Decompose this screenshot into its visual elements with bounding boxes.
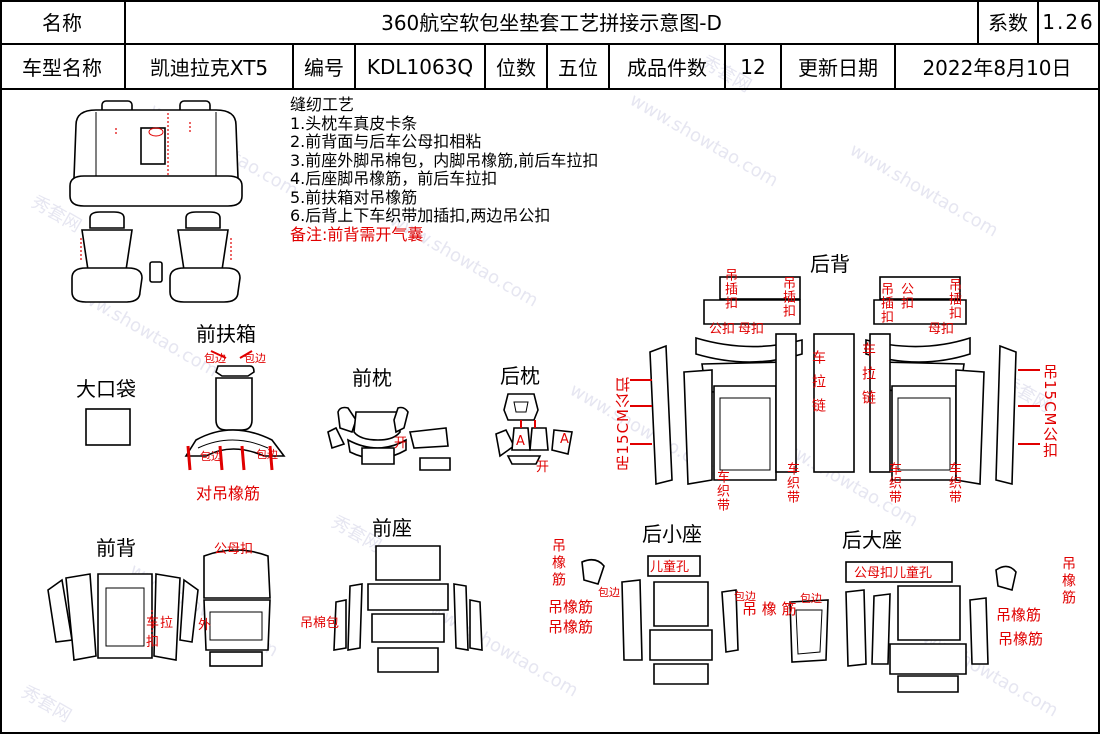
annotation-edge-wrap: 包边 bbox=[734, 590, 756, 603]
sewing-notes: 缝纫工艺 1.头枕车真皮卡条 2.前背面与后车公母扣相粘 3.前座外脚吊棉包，内… bbox=[290, 95, 599, 244]
annotation-elastic: 吊橡筋 bbox=[550, 538, 566, 589]
annotation-female-buckle: 母扣 bbox=[738, 322, 765, 337]
annotation-edge-wrap: 包边 bbox=[204, 352, 226, 365]
annotation-cotton-pad: 吊棉包 bbox=[300, 616, 340, 631]
rear-big-seat-pieces bbox=[845, 561, 1017, 693]
model-value: 凯迪拉克XT5 bbox=[126, 45, 294, 90]
annotation-edge-wrap: 包边 bbox=[200, 450, 222, 463]
overview-rear-seat bbox=[69, 100, 243, 207]
annotation-hang-buckle: 吊插扣 bbox=[780, 276, 795, 318]
annotation-edge-wrap: 包边 bbox=[800, 592, 822, 605]
annotation-child-hole: 儿童孔 bbox=[650, 560, 690, 575]
section-title-rear-back: 后背 bbox=[810, 252, 850, 276]
annotation-zipper: 车拉链 bbox=[810, 350, 826, 422]
page-title: 360航空软包坐垫套工艺拼接示意图-D bbox=[126, 0, 979, 45]
annotation-hang-buckle: 吊插扣 bbox=[722, 268, 737, 310]
annotation-webbing: 车织带 bbox=[886, 462, 901, 504]
annotation-webbing: 车织带 bbox=[784, 462, 799, 504]
note-item: 2.前背面与后车公母扣相粘 bbox=[290, 132, 482, 151]
annotation-a-mark: A bbox=[516, 434, 525, 449]
annotation-male-female-child: 公母扣儿童孔 bbox=[854, 566, 933, 581]
note-item: 6.后背上下车织带加插扣,两边吊公扣 bbox=[290, 206, 551, 225]
code-label: 编号 bbox=[294, 45, 356, 90]
rear-small-seat-pieces bbox=[581, 555, 829, 685]
seats-value: 五位 bbox=[548, 45, 610, 90]
annotation-outer: 外 bbox=[198, 618, 212, 633]
annotation-open: 开 bbox=[394, 436, 408, 451]
overview-front-seats bbox=[71, 211, 241, 303]
section-title-front-back: 前背 bbox=[96, 536, 136, 560]
front-back-pieces bbox=[47, 549, 271, 667]
section-title-rear-pillow: 后枕 bbox=[500, 364, 540, 388]
notes-remark: 备注:前背需开气囊 bbox=[290, 224, 424, 244]
annotation-edge-wrap: 包边 bbox=[244, 352, 266, 365]
annotation-edge-wrap: 包边 bbox=[256, 448, 278, 461]
annotation-hang-15cm: 吊15CM公扣 bbox=[1041, 364, 1059, 459]
annotation-hang-buckle: 吊插扣 bbox=[878, 282, 893, 324]
section-title-front-pillow: 前枕 bbox=[352, 366, 392, 390]
annotation-elastic: 吊橡筋 bbox=[548, 618, 594, 636]
annotation-webbing: 车织带 bbox=[946, 462, 961, 504]
annotation-elastic: 吊橡筋 bbox=[998, 630, 1044, 648]
pieces-label: 成品件数 bbox=[610, 45, 726, 90]
seats-label: 位数 bbox=[486, 45, 548, 90]
name-label: 名称 bbox=[0, 0, 126, 45]
front-pillow-pieces bbox=[327, 406, 451, 471]
front-seat-pieces bbox=[333, 545, 483, 673]
note-item: 3.前座外脚吊棉包，内脚吊橡筋,前后车拉扣 bbox=[290, 150, 599, 170]
note-item: 5.前扶箱对吊橡筋 bbox=[290, 187, 418, 207]
big-pocket-piece bbox=[85, 408, 131, 446]
annotation-female-buckle: 母扣 bbox=[928, 322, 955, 337]
rear-back-pieces bbox=[630, 276, 1040, 486]
annotation-hang-15cm: 吊15CM公扣 bbox=[614, 376, 632, 471]
annotation-male-buckle: 公扣 bbox=[709, 322, 736, 337]
annotation-elastic-spaced: 吊 橡 筋 bbox=[742, 600, 797, 618]
section-title-front-armrest: 前扶箱 bbox=[196, 322, 256, 346]
section-title-rear-small-seat: 后小座 bbox=[642, 522, 702, 546]
code-value: KDL1063Q bbox=[356, 45, 486, 90]
annotation-zipper: 车拉链 bbox=[860, 342, 876, 414]
rear-pillow-pieces bbox=[495, 393, 573, 465]
notes-heading: 缝纫工艺 bbox=[290, 95, 355, 114]
annotation-edge-wrap: 包边 bbox=[598, 586, 620, 599]
coef-label: 系数 bbox=[979, 0, 1039, 45]
annotation-hang-buckle: 吊插扣 bbox=[946, 278, 961, 320]
annotation-armrest-elastic: 对吊橡筋 bbox=[196, 484, 261, 503]
date-label: 更新日期 bbox=[782, 45, 896, 90]
annotation-elastic: 吊橡筋 bbox=[996, 606, 1042, 624]
note-item: 1.头枕车真皮卡条 bbox=[290, 113, 418, 133]
front-armrest-pieces bbox=[184, 350, 286, 471]
annotation-male-buckle: 公扣 bbox=[898, 282, 913, 310]
annotation-a-mark: A bbox=[560, 432, 569, 447]
annotation-webbing: 车织带 bbox=[714, 470, 729, 512]
pieces-value: 12 bbox=[726, 45, 782, 90]
section-title-front-seat: 前座 bbox=[372, 516, 412, 540]
model-label: 车型名称 bbox=[0, 45, 126, 90]
note-item: 4.后座脚吊橡筋，前后车拉扣 bbox=[290, 169, 498, 188]
annotation-elastic: 吊橡筋 bbox=[548, 598, 594, 616]
annotation-open: 开 bbox=[536, 460, 550, 475]
annotation-pull-buckle: 车拉扣 bbox=[146, 616, 175, 650]
section-title-rear-big-seat: 后大座 bbox=[842, 528, 902, 552]
annotation-male-female-buckle: 公母扣 bbox=[214, 542, 254, 557]
section-title-big-pocket: 大口袋 bbox=[76, 377, 136, 401]
annotation-elastic: 吊橡筋 bbox=[1060, 556, 1076, 607]
